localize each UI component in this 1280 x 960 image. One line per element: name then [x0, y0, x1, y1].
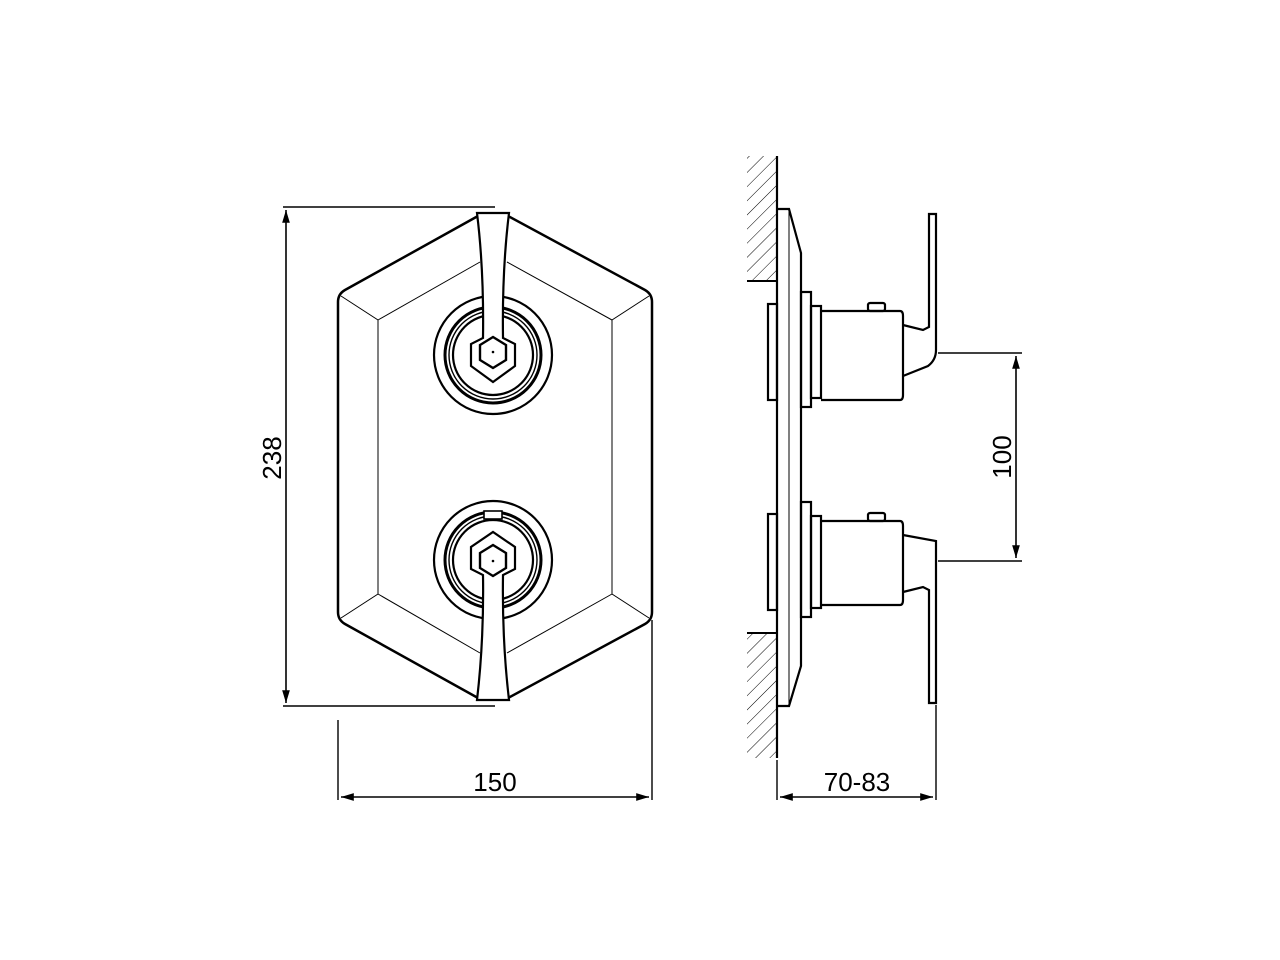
dimension-center-distance [938, 352, 1022, 562]
dimension-center-distance-label: 100 [987, 435, 1017, 478]
wall-hatch-top [747, 156, 777, 281]
upper-lever-handle[interactable] [469, 211, 517, 384]
lower-lever-handle[interactable] [469, 530, 517, 702]
plate-bevel [340, 261, 650, 654]
upper-cartridge [766, 212, 938, 409]
wall-hatch-bottom [747, 633, 777, 758]
dimension-height [282, 206, 495, 707]
dimension-width [337, 620, 653, 801]
lower-cartridge [766, 500, 938, 705]
dimension-depth-label: 70-83 [824, 767, 891, 797]
upper-lever-side[interactable] [902, 212, 938, 378]
dimension-depth [776, 705, 937, 801]
upper-hex-nut-icon [478, 335, 508, 370]
dimension-width-label: 150 [473, 767, 516, 797]
plate-profile [777, 207, 803, 708]
dimension-height-label: 238 [257, 436, 287, 479]
lower-hex-nut-icon [478, 543, 508, 578]
lower-lever-side[interactable] [902, 533, 938, 705]
side-view [747, 156, 938, 758]
front-view [336, 211, 654, 702]
